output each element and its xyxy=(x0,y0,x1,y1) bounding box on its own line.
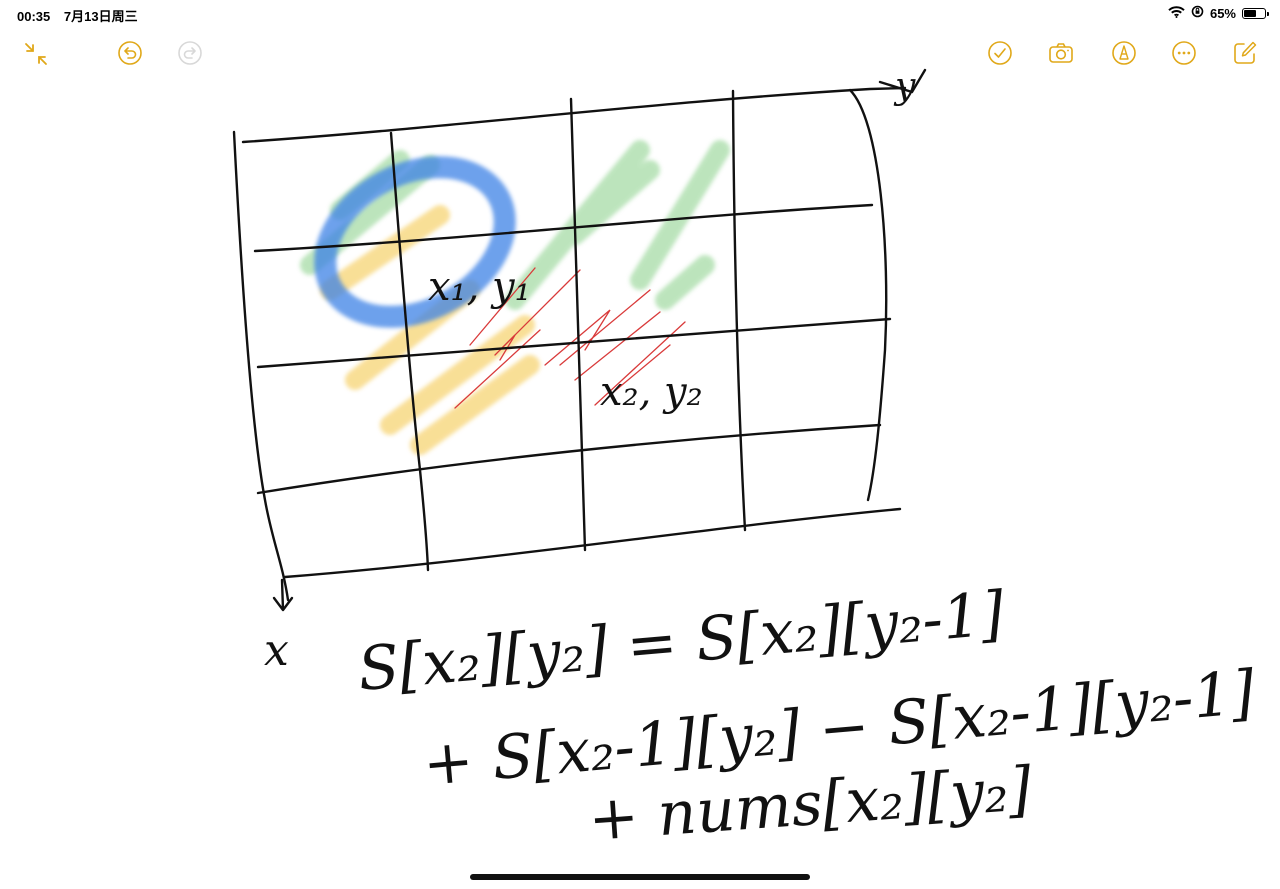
axis-label-x: x xyxy=(264,625,289,676)
battery-icon xyxy=(1242,7,1269,19)
axis-label-y: y xyxy=(893,66,916,107)
undo-icon xyxy=(118,41,142,65)
markup-icon xyxy=(1112,41,1136,65)
redo-icon xyxy=(178,41,202,65)
collapse-button[interactable] xyxy=(21,39,51,69)
formula-line-1: S[x₂][y₂] = S[x₂][y₂-1] xyxy=(355,579,1007,705)
battery-nub xyxy=(1267,11,1269,16)
red-hatching xyxy=(454,267,686,409)
status-bar: 00:35 7月13日周三 65% xyxy=(0,0,1280,26)
wifi-icon xyxy=(1168,5,1185,21)
camera-icon xyxy=(1049,43,1073,63)
blue-circle-highlight xyxy=(314,156,516,328)
compose-icon xyxy=(1234,41,1257,64)
cell-label-second: x₂, y₂ xyxy=(600,369,703,415)
collapse-icon xyxy=(25,43,47,65)
status-time: 00:35 xyxy=(17,9,51,24)
checklist-icon xyxy=(988,41,1012,65)
battery-fill xyxy=(1244,9,1257,17)
home-indicator[interactable] xyxy=(470,874,810,880)
checklist-button[interactable] xyxy=(985,38,1015,68)
redo-button[interactable] xyxy=(175,38,205,68)
compose-button[interactable] xyxy=(1230,38,1260,68)
battery-percent: 65% xyxy=(1209,5,1236,21)
status-right: 65% xyxy=(1168,5,1269,21)
camera-button[interactable] xyxy=(1046,38,1076,68)
hand-drawn-grid xyxy=(232,68,927,612)
more-icon xyxy=(1172,41,1196,65)
cell-label-first: x₁, y₁ xyxy=(428,264,531,310)
more-button[interactable] xyxy=(1169,38,1199,68)
status-left: 00:35 7月13日周三 xyxy=(17,6,148,25)
orientation-lock-icon xyxy=(1191,5,1204,21)
markup-button[interactable] xyxy=(1109,38,1139,68)
status-date: 7月13日周三 xyxy=(63,9,138,24)
undo-button[interactable] xyxy=(115,38,145,68)
